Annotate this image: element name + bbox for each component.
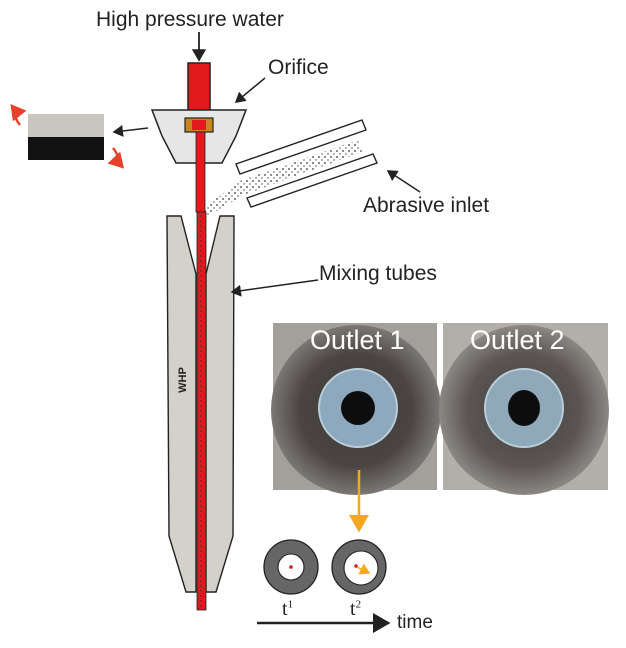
orifice-side-bottom	[28, 137, 104, 160]
label-t1-sup: 1	[287, 598, 294, 611]
wear-t1-center	[289, 565, 293, 569]
wear-t2-shift-arrow	[356, 563, 371, 575]
abrasive-arrow	[386, 170, 421, 193]
wear-t2-center	[354, 564, 358, 568]
label-t1: t1	[282, 598, 293, 621]
label-time: time	[397, 612, 433, 633]
label-t2-sup: 2	[355, 598, 362, 611]
orifice-hole	[192, 120, 206, 130]
orifice-side-top	[28, 114, 104, 137]
label-t2-base: t	[350, 598, 356, 620]
orifice-arrow	[234, 77, 266, 103]
abrasive-plate-top	[235, 119, 367, 175]
label-mixing-tubes: Mixing tubes	[319, 262, 437, 285]
label-orifice: Orifice	[268, 56, 329, 79]
side-view-arrow	[112, 124, 149, 137]
mixing-tube-left	[166, 215, 197, 593]
abrasive-water-jet	[196, 211, 207, 611]
mixing-tube-right	[205, 215, 235, 593]
label-t1-base: t	[282, 598, 288, 620]
label-t2: t2	[350, 598, 361, 621]
water-jet	[195, 131, 206, 213]
rotate-arrow-left	[10, 104, 27, 126]
abrasive-plate-bottom	[246, 153, 378, 208]
mixing-arrow	[230, 279, 319, 297]
outlet1-hole	[341, 391, 375, 425]
label-outlet-2: Outlet 2	[470, 325, 565, 355]
wear-t2-inner	[343, 550, 379, 586]
label-whp: WHP	[176, 367, 189, 393]
rotate-arrow-right	[107, 147, 125, 169]
outlet2-hole	[508, 390, 540, 426]
label-abrasive-inlet: Abrasive inlet	[363, 194, 490, 217]
abrasive-particles	[200, 140, 362, 216]
label-high-pressure-water: High pressure water	[96, 8, 284, 31]
label-outlet-1: Outlet 1	[310, 325, 405, 355]
